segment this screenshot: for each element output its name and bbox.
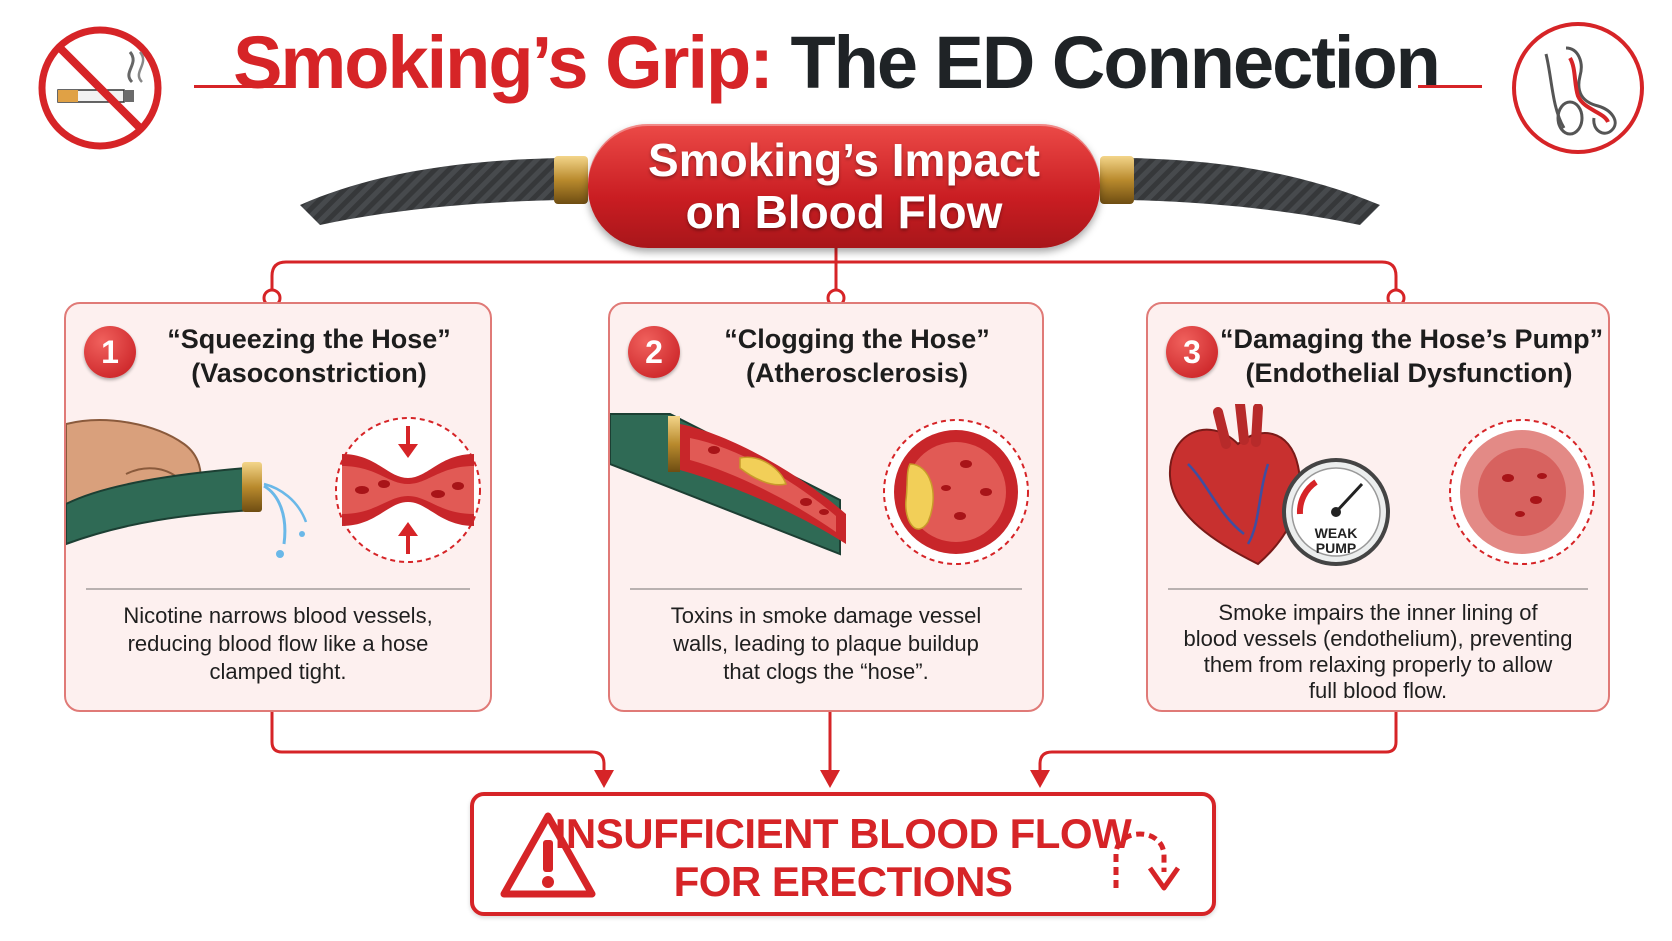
- hose-left-fitting: [554, 156, 588, 204]
- card-text-line: that clogs the “hose”.: [723, 659, 929, 684]
- weak-pump-illustration: WEAK PUMP: [1168, 404, 1595, 566]
- card-endothelial-dysfunction: 3 “Damaging the Hose’s Pump” (Endothelia…: [1146, 302, 1610, 712]
- card-title: “Damaging the Hose’s Pump”: [1220, 324, 1604, 354]
- gauge-label-line-2: PUMP: [1316, 540, 1356, 556]
- card-subtitle: (Endothelial Dysfunction): [1245, 358, 1573, 388]
- title-rule-right: [1418, 85, 1482, 88]
- gauge-label-line-1: WEAK: [1315, 525, 1358, 541]
- banner-line-2: on Blood Flow: [685, 186, 1003, 238]
- card-text-line: them from relaxing properly to allow: [1203, 652, 1553, 677]
- card-divider: [86, 588, 470, 590]
- curved-arrow-icon: [1113, 831, 1181, 891]
- card-text-line: blood vessels (endothelium), preventing: [1183, 626, 1573, 651]
- hose-left: [300, 158, 560, 225]
- card-text-line: reducing blood flow like a hose: [127, 631, 429, 656]
- card-heading: “Clogging the Hose” (Atherosclerosis): [682, 322, 1032, 390]
- impact-banner: Smoking’s Impact on Blood Flow: [588, 124, 1100, 248]
- title-part-2: The ED Connection: [790, 21, 1440, 104]
- card-number-badge: 1: [84, 326, 136, 378]
- page-title: Smoking’s Grip: The ED Connection: [0, 18, 1672, 108]
- result-statement: INSUFFICIENT BLOOD FLOW FOR ERECTIONS: [474, 810, 1212, 906]
- card-subtitle: (Atherosclerosis): [745, 358, 969, 388]
- card-divider: [630, 588, 1022, 590]
- card-number-badge: 2: [628, 326, 680, 378]
- hose-right: [1130, 158, 1380, 225]
- card-text-line: Nicotine narrows blood vessels,: [123, 603, 433, 628]
- card-heading: “Squeezing the Hose” (Vasoconstriction): [138, 322, 480, 390]
- card-text-line: full blood flow.: [1308, 678, 1448, 703]
- anatomy-icon: [1512, 22, 1644, 154]
- banner-line-1: Smoking’s Impact: [648, 134, 1040, 186]
- no-smoking-icon: [38, 26, 162, 150]
- warning-triangle-icon: [500, 812, 596, 898]
- card-text-line: clamped tight.: [209, 659, 347, 684]
- card-vasoconstriction: 1 “Squeezing the Hose” (Vasoconstriction…: [64, 302, 492, 712]
- card-heading: “Damaging the Hose’s Pump” (Endothelial …: [1220, 322, 1604, 390]
- card-atherosclerosis: 2 “Clogging the Hose” (Atherosclerosis) …: [608, 302, 1044, 712]
- card-title: “Squeezing the Hose”: [167, 324, 451, 354]
- card-title: “Clogging the Hose”: [724, 324, 990, 354]
- card-description: Smoke impairs the inner lining of blood …: [1164, 600, 1592, 704]
- hose-squeeze-illustration: [66, 417, 481, 563]
- card-subtitle: (Vasoconstriction): [191, 358, 427, 388]
- card-text-line: walls, leading to plaque buildup: [673, 631, 979, 656]
- result-box: INSUFFICIENT BLOOD FLOW FOR ERECTIONS: [470, 792, 1216, 916]
- title-part-1: Smoking’s Grip:: [233, 21, 774, 104]
- card-number-badge: 3: [1166, 326, 1218, 378]
- clogged-hose-illustration: [610, 413, 1029, 565]
- card-description: Nicotine narrows blood vessels, reducing…: [82, 602, 474, 686]
- hose-right-fitting: [1100, 156, 1134, 204]
- result-line-2: FOR ERECTIONS: [673, 858, 1013, 905]
- result-line-1: INSUFFICIENT BLOOD FLOW: [554, 810, 1132, 857]
- card-text-line: Smoke impairs the inner lining of: [1218, 600, 1538, 625]
- card-description: Toxins in smoke damage vessel walls, lea…: [626, 602, 1026, 686]
- card-divider: [1168, 588, 1588, 590]
- title-rule-left: [194, 85, 292, 88]
- card-text-line: Toxins in smoke damage vessel: [670, 603, 982, 628]
